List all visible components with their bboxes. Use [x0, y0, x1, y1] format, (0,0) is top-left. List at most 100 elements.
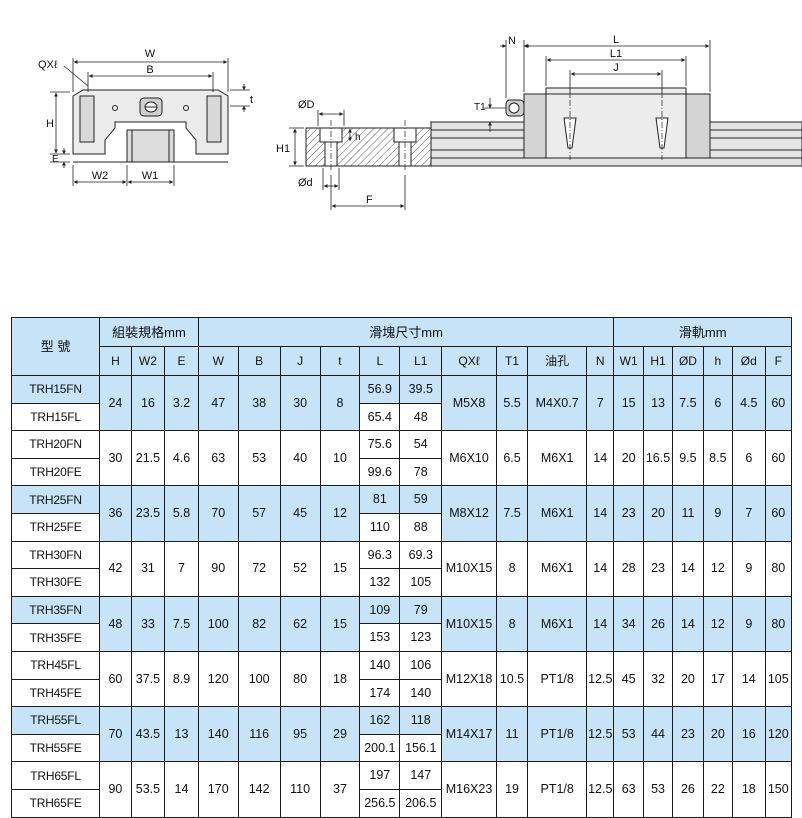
cell-L: 109	[359, 595, 401, 625]
label-d: Ød	[298, 177, 313, 189]
cell-N: 14	[586, 430, 615, 487]
cell-L: 110	[359, 512, 401, 542]
cell-H: 70	[99, 706, 132, 763]
column-header: H1	[642, 346, 674, 376]
cell-E: 8.9	[164, 650, 199, 708]
cell-oil: PT1/8	[527, 761, 588, 818]
header-group-row: 型 號 組裝規格mm 滑塊尺寸mm 滑軌mm	[10, 317, 792, 376]
cell-W1: 28	[613, 540, 644, 597]
cell-h: 8.5	[702, 430, 734, 487]
cell-H: 60	[99, 650, 132, 708]
cell-F: 105	[764, 650, 793, 708]
cell-t: 29	[319, 706, 361, 763]
label-W2: W2	[92, 170, 109, 182]
label-L1: L1	[610, 48, 622, 60]
label-t: t	[250, 94, 253, 106]
label-T1: T1	[474, 102, 486, 113]
cell-L1: 78	[399, 457, 443, 487]
column-header: ØD	[672, 346, 704, 376]
cell-L1: 206.5	[399, 788, 443, 818]
cell-oil: M6X1	[527, 540, 588, 597]
cell-N: 7	[586, 374, 615, 432]
cell-T1: 7.5	[495, 485, 529, 542]
cell-T1: 10.5	[495, 650, 529, 708]
cell-F: 60	[764, 485, 793, 542]
cell-d: 6	[732, 430, 766, 487]
label-F: F	[366, 194, 373, 206]
cell-L: 81	[359, 485, 401, 514]
cell-W2: 31	[130, 540, 166, 597]
cell-H1: 23	[642, 540, 674, 597]
cell-J: 62	[279, 595, 321, 652]
cell-N: 12.5	[586, 706, 615, 763]
cell-h: 12	[702, 595, 734, 652]
cell-T1: 8	[495, 540, 529, 597]
cell-oil: M6X1	[527, 595, 588, 652]
front-view-drawing	[72, 89, 229, 163]
rail-section-dimensions	[289, 110, 406, 210]
cell-d: 18	[732, 761, 766, 818]
cell-H: 30	[99, 430, 132, 487]
cell-D: 14	[672, 595, 704, 652]
cell-QXl: M14X17	[441, 706, 497, 763]
cell-D: 11	[672, 485, 704, 542]
cell-L1: 54	[399, 430, 443, 459]
cell-H: 48	[99, 595, 132, 652]
cell-h: 20	[702, 706, 734, 763]
cell-F: 120	[764, 706, 793, 763]
label-H: H	[46, 118, 54, 130]
model-cell: TRH20FE	[10, 457, 101, 487]
cell-W1: 45	[613, 650, 644, 708]
cell-H1: 26	[642, 595, 674, 652]
cell-oil: M6X1	[527, 485, 588, 542]
header-model: 型 號	[10, 317, 101, 376]
rail-section-labels: ØD h H1 Ød F	[276, 99, 373, 206]
cell-N: 14	[586, 485, 615, 542]
label-L: L	[613, 34, 619, 46]
model-cell: TRH15FL	[10, 402, 101, 432]
cell-L1: 48	[399, 402, 443, 432]
cell-W2: 37.5	[130, 650, 166, 708]
cell-oil: M4X0.7	[527, 374, 588, 432]
cell-L: 75.6	[359, 430, 401, 459]
cell-L: 256.5	[359, 788, 401, 818]
column-header: J	[279, 346, 321, 376]
cell-W1: 53	[613, 706, 644, 763]
cell-L: 200.1	[359, 733, 401, 763]
cell-D: 23	[672, 706, 704, 763]
cell-W: 90	[197, 540, 239, 597]
cell-B: 53	[237, 430, 281, 487]
cell-L: 162	[359, 706, 401, 735]
cell-E: 13	[164, 706, 199, 763]
label-E: E	[52, 154, 59, 165]
cell-L1: 123	[399, 623, 443, 652]
cell-H1: 20	[642, 485, 674, 542]
cell-d: 9	[732, 595, 766, 652]
cell-L: 65.4	[359, 402, 401, 432]
cell-QXl: M16X23	[441, 761, 497, 818]
cell-L1: 147	[399, 761, 443, 790]
cell-J: 110	[279, 761, 321, 818]
cell-W: 120	[197, 650, 239, 708]
column-header: N	[586, 346, 615, 376]
cell-QXl: M10X15	[441, 595, 497, 652]
cell-H1: 13	[642, 374, 674, 432]
cell-F: 80	[764, 540, 793, 597]
side-view-labels: N L L1 J T1	[474, 34, 622, 113]
header-assembly: 組裝規格mm	[99, 317, 199, 347]
cell-D: 26	[672, 761, 704, 818]
cell-L1: 156.1	[399, 733, 443, 763]
cell-N: 14	[586, 540, 615, 597]
column-header: T1	[495, 346, 529, 376]
label-D: ØD	[298, 99, 315, 111]
column-header: h	[702, 346, 734, 376]
label-W: W	[145, 48, 156, 60]
rail-section-drawing	[305, 120, 432, 172]
